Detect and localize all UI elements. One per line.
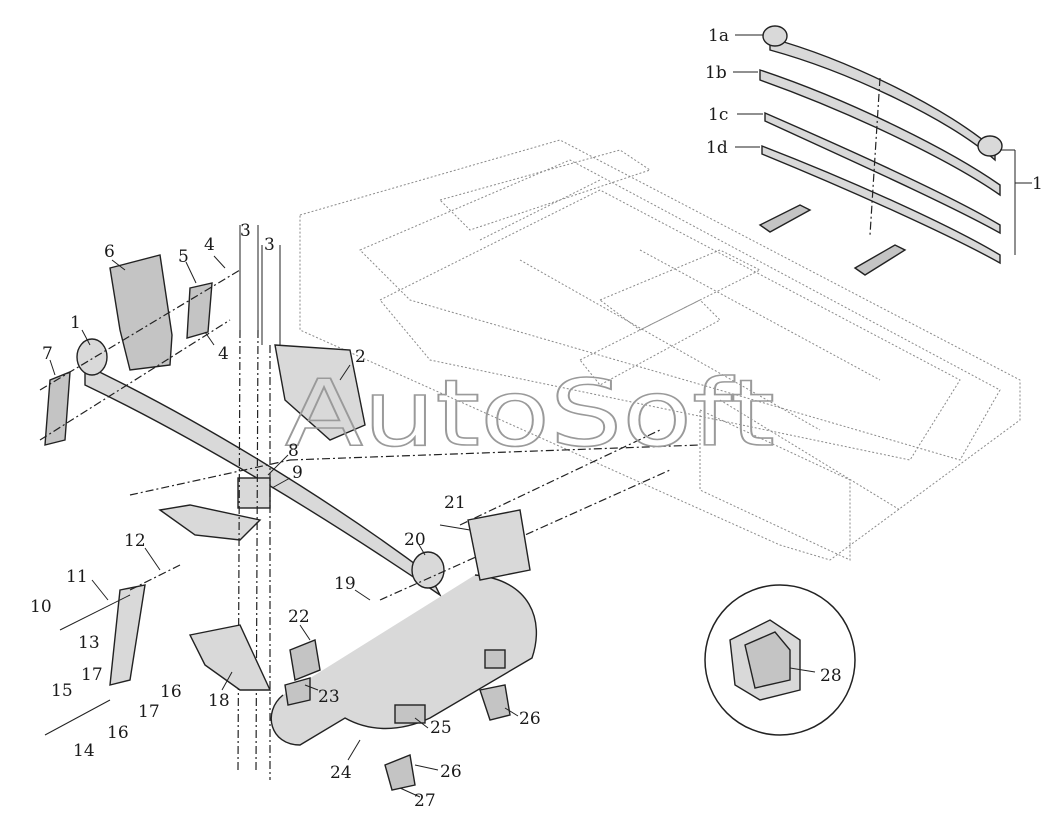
callout-28: 28 bbox=[820, 666, 842, 686]
callout-15: 15 bbox=[51, 681, 73, 701]
callout-3a: 3 bbox=[240, 221, 251, 241]
callout-1: 1 bbox=[70, 313, 81, 333]
callout-1d: 1d bbox=[706, 138, 728, 158]
callout-20: 20 bbox=[404, 530, 426, 550]
callout-19: 19 bbox=[334, 574, 356, 594]
callout-17a: 17 bbox=[81, 665, 103, 685]
callout-27: 27 bbox=[414, 791, 436, 811]
rear-spring-assembly bbox=[39, 225, 701, 780]
callout-7: 7 bbox=[42, 344, 53, 364]
callout-labels: 1a 1b 1c 1d 1 1 2 3 3 4 4 5 6 7 8 9 10 1… bbox=[30, 26, 1043, 811]
callout-1b: 1b bbox=[705, 63, 727, 83]
callout-18: 18 bbox=[208, 691, 230, 711]
callout-4a: 4 bbox=[204, 235, 215, 255]
callout-23: 23 bbox=[318, 687, 340, 707]
callout-13: 13 bbox=[78, 633, 100, 653]
callout-26b: 26 bbox=[440, 762, 462, 782]
chassis-frame bbox=[299, 139, 1021, 561]
callout-5: 5 bbox=[178, 247, 189, 267]
callout-4b: 4 bbox=[218, 344, 229, 364]
shock-and-stabilizer bbox=[44, 509, 538, 791]
callout-14: 14 bbox=[73, 741, 95, 761]
callout-11: 11 bbox=[66, 567, 88, 587]
callout-6: 6 bbox=[104, 242, 115, 262]
callout-1-right: 1 bbox=[1032, 174, 1043, 194]
leaf-spring-pack bbox=[758, 25, 1032, 276]
callout-21: 21 bbox=[444, 493, 466, 513]
callout-25: 25 bbox=[430, 718, 452, 738]
callout-16b: 16 bbox=[107, 723, 129, 743]
callout-1a: 1a bbox=[708, 26, 729, 46]
callout-2: 2 bbox=[355, 347, 366, 367]
callout-24: 24 bbox=[330, 763, 352, 783]
callout-10: 10 bbox=[30, 597, 52, 617]
callout-12: 12 bbox=[124, 531, 146, 551]
callout-3b: 3 bbox=[264, 235, 275, 255]
callout-22: 22 bbox=[288, 607, 310, 627]
callout-16a: 16 bbox=[160, 682, 182, 702]
callout-1c: 1c bbox=[708, 105, 728, 125]
callout-26a: 26 bbox=[519, 709, 541, 729]
callout-17b: 17 bbox=[138, 702, 160, 722]
detail-inset-28 bbox=[704, 584, 856, 736]
watermark: AutoSoft bbox=[285, 360, 775, 467]
leader-lines bbox=[49, 34, 763, 798]
callout-9: 9 bbox=[292, 463, 303, 483]
callout-8: 8 bbox=[288, 441, 299, 461]
